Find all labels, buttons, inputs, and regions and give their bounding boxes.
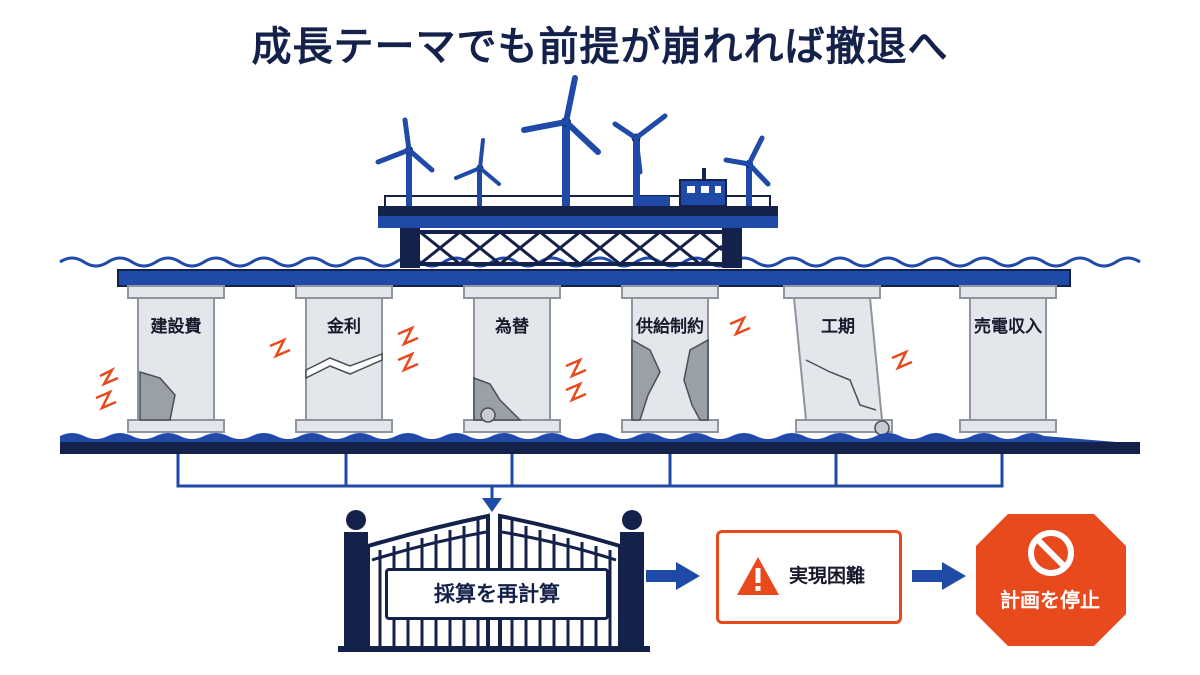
difficulty-box: 実現困難 xyxy=(716,530,902,624)
pillar-label-supply-constraint: 供給制約 xyxy=(636,317,704,337)
page-title: 成長テーマでも前提が崩れれば撤退へ xyxy=(251,24,949,70)
wind-turbine-icon xyxy=(454,138,501,206)
deck-beam xyxy=(117,269,1071,287)
pillar-label-construction-period: 工期 xyxy=(821,317,855,337)
difficulty-label: 実現困難 xyxy=(789,565,866,587)
warning-triangle-icon xyxy=(737,557,779,595)
wind-turbine-icon xyxy=(723,135,771,206)
prohibited-icon xyxy=(1028,530,1074,576)
sea-wave-line xyxy=(59,256,1141,268)
pillar-label-power-revenue: 売電収入 xyxy=(974,317,1042,337)
pillar-group xyxy=(127,285,1057,433)
arrow-right-icon xyxy=(912,562,966,590)
bracket-connector xyxy=(176,454,1004,500)
wind-turbine-icon xyxy=(612,113,668,206)
wind-turbine-icon xyxy=(375,117,435,206)
wind-turbine-icon xyxy=(521,75,601,206)
pillar-label-interest-rate: 金利 xyxy=(327,317,361,337)
gate-icon xyxy=(338,510,650,652)
stop-label: 計画を停止 xyxy=(1000,588,1100,612)
crack-icon xyxy=(139,338,890,436)
pillar-label-exchange-rate: 為替 xyxy=(495,317,529,337)
offshore-platform xyxy=(378,168,778,268)
sea-band xyxy=(60,433,1140,444)
arrow-right-icon xyxy=(646,562,700,590)
arrow-down-icon xyxy=(482,498,502,512)
pillar-label-construction-cost: 建設費 xyxy=(150,317,202,337)
gate-label: 採算を再計算 xyxy=(385,568,609,620)
vibration-mark xyxy=(95,315,913,411)
stop-octagon xyxy=(976,514,1126,646)
